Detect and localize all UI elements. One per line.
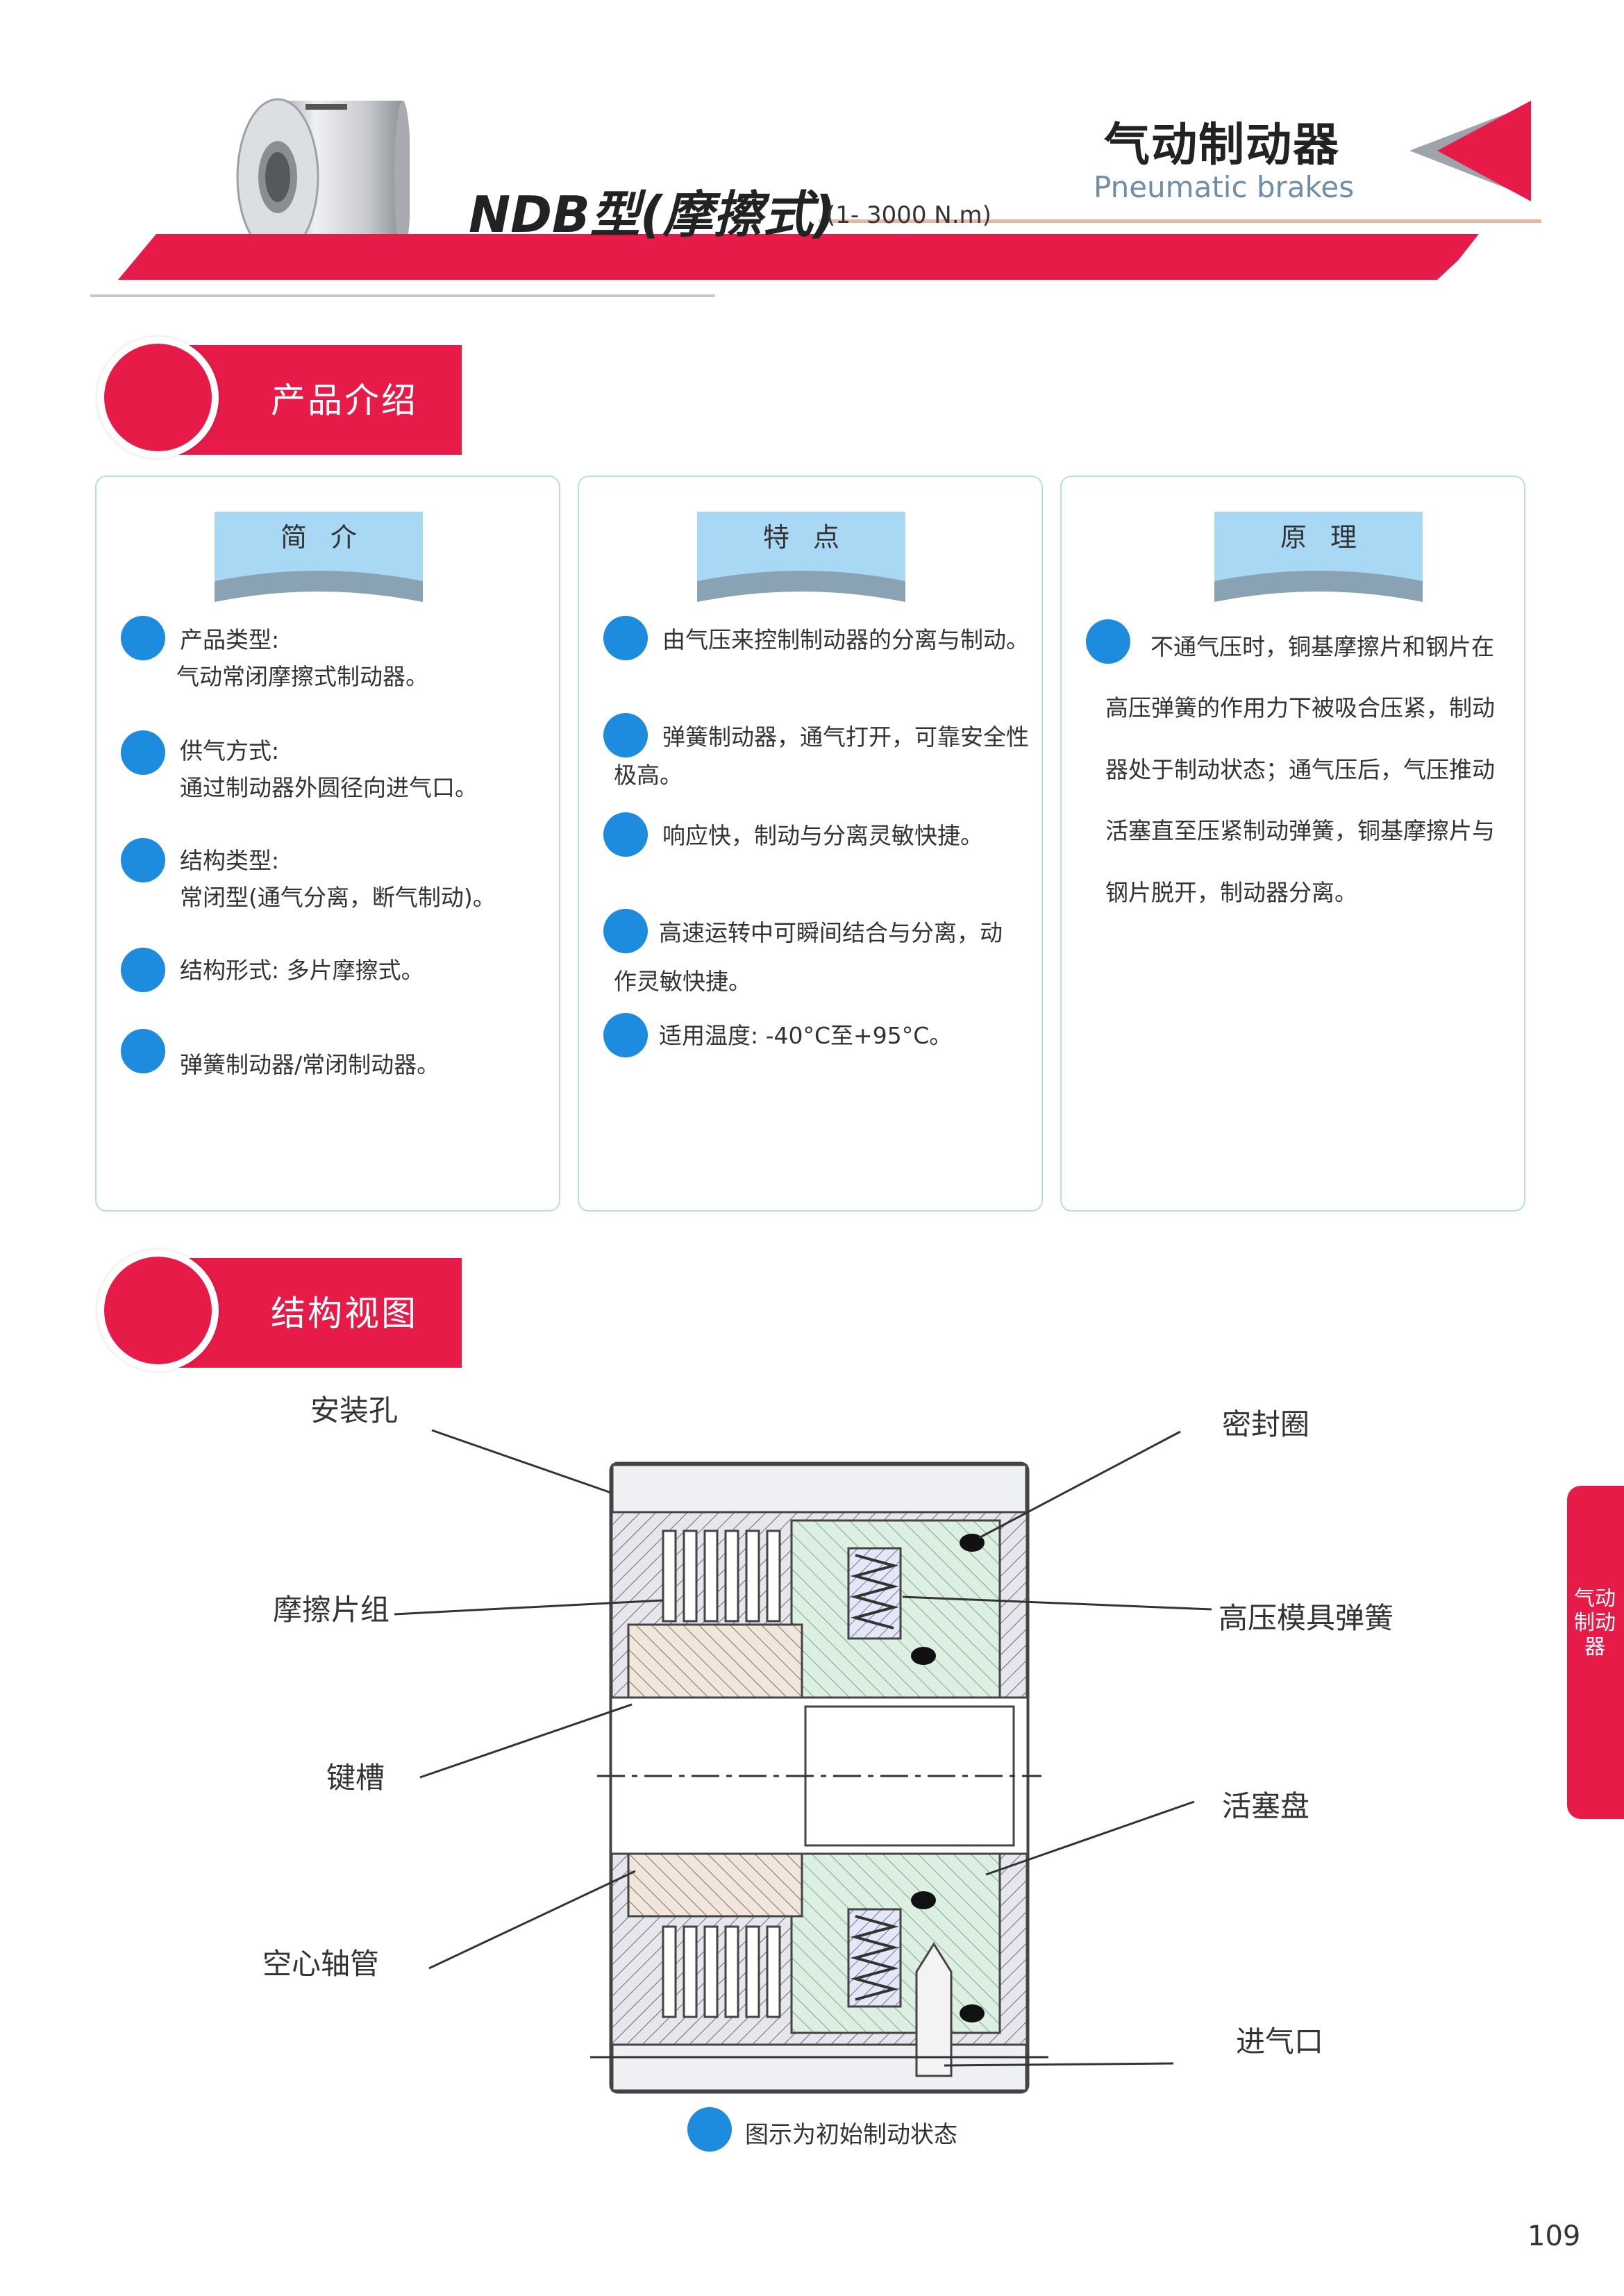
feature-item-3: 响应快，制动与分离灵敏快捷。 <box>662 822 983 849</box>
bullet-dot <box>121 616 165 660</box>
principle-line-4: 活塞直至压紧制动弹簧，铜基摩擦片与 <box>1105 817 1495 844</box>
bullet-dot <box>603 616 648 660</box>
label-air-inlet: 进气口 <box>1236 2025 1324 2059</box>
label-piston: 活塞盘 <box>1222 1789 1310 1823</box>
section-banner-intro: 产品介绍 <box>97 337 462 458</box>
bullet-dot <box>603 812 648 857</box>
section-title-structure: 结构视图 <box>271 1293 418 1334</box>
page-title: 气动制动器 <box>1104 118 1340 171</box>
card-features: 特点 由气压来控制制动器的分离与制动。 弹簧制动器，通气打开，可靠安全性 极高。… <box>578 476 1043 1212</box>
card-heading: 特点 <box>762 522 863 553</box>
principle-line-3: 器处于制动状态；通气压后，气压推动 <box>1105 756 1495 783</box>
label-hollow-shaft: 空心轴管 <box>262 1947 380 1981</box>
summary-item-1-detail: 气动常闭摩擦式制动器。 <box>176 663 428 690</box>
card-heading: 原理 <box>1280 522 1380 553</box>
header-rule <box>819 219 1541 223</box>
feature-item-2: 弹簧制动器，通气打开，可靠安全性 <box>662 723 1029 751</box>
label-keyway: 键槽 <box>326 1761 385 1795</box>
feature-item-1: 由气压来控制制动器的分离与制动。 <box>662 626 1029 653</box>
label-seal: 密封圈 <box>1222 1407 1310 1441</box>
principle-line-5: 钢片脱开，制动器分离。 <box>1105 879 1357 906</box>
header-thin-rule <box>90 294 715 297</box>
header-red-bar <box>118 234 1479 280</box>
bullet-dot <box>121 1029 165 1073</box>
feature-item-2-cont: 极高。 <box>614 762 683 789</box>
feature-item-4-cont: 作灵敏快捷。 <box>614 968 751 995</box>
ribbon <box>697 512 905 602</box>
bullet-dot <box>121 838 165 882</box>
ribbon <box>1214 512 1423 602</box>
feature-item-4: 高速运转中可瞬间结合与分离，动 <box>659 919 1003 946</box>
bullet-dot <box>603 909 648 953</box>
product-photo <box>236 98 410 256</box>
principle-line-1: 不通气压时，铜基摩擦片和钢片在 <box>1150 633 1494 660</box>
summary-item-1: 产品类型: <box>180 626 280 653</box>
diagram-caption: 图示为初始制动状态 <box>745 2121 957 2149</box>
triangle-logo-icon <box>1409 101 1531 201</box>
card-heading: 简介 <box>280 522 380 553</box>
bullet-dot <box>1086 619 1130 664</box>
label-spring: 高压模具弹簧 <box>1219 1601 1394 1635</box>
label-mount-hole: 安装孔 <box>310 1393 399 1427</box>
summary-item-2-detail: 通过制动器外圆径向进气口。 <box>180 774 478 801</box>
summary-item-4: 结构形式: 多片摩擦式。 <box>180 957 424 984</box>
feature-item-5: 适用温度: -40°C至+95°C。 <box>659 1022 953 1049</box>
bullet-dot <box>603 1013 648 1057</box>
side-tab[interactable] <box>1567 1486 1624 1819</box>
card-summary: 简介 产品类型: 气动常闭摩擦式制动器。 供气方式: 通过制动器外圆径向进气口。… <box>95 476 560 1212</box>
summary-item-2: 供气方式: <box>180 737 280 764</box>
model-title: NDB型(摩擦式) <box>469 185 836 244</box>
torque-range: (1- 3000 N.m) <box>826 201 991 229</box>
principle-line-2: 高压弹簧的作用力下被吸合压紧，制动 <box>1105 694 1495 721</box>
side-tab-label: 气动制动器 <box>1574 1586 1616 1659</box>
section-title-intro: 产品介绍 <box>271 380 418 421</box>
bullet-dot <box>603 713 648 757</box>
page-subtitle: Pneumatic brakes <box>1094 170 1355 204</box>
bullet-dot <box>121 948 165 992</box>
page-number: 109 <box>1527 2220 1581 2252</box>
summary-item-3-detail: 常闭型(通气分离，断气制动)。 <box>180 884 496 911</box>
section-banner-structure: 结构视图 <box>97 1250 462 1371</box>
ribbon <box>215 512 423 602</box>
summary-item-5: 弹簧制动器/常闭制动器。 <box>180 1051 440 1078</box>
bullet-dot <box>121 730 165 775</box>
card-principle: 原理 不通气压时，铜基摩擦片和钢片在 高压弹簧的作用力下被吸合压紧，制动 器处于… <box>1060 476 1525 1212</box>
bullet-dot <box>687 2107 732 2152</box>
label-friction-pack: 摩擦片组 <box>273 1593 390 1627</box>
summary-item-3: 结构类型: <box>180 847 280 874</box>
